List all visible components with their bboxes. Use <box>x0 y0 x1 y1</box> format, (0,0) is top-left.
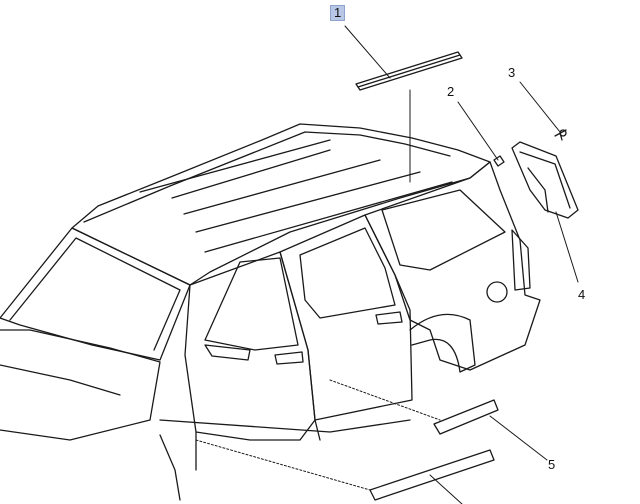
roof-panel <box>71 123 491 286</box>
rear-wheel-arch <box>409 313 476 373</box>
callout-5: 5 <box>548 457 556 472</box>
windshield <box>0 227 191 361</box>
part-4-spoiler <box>511 141 579 219</box>
hood <box>0 329 161 441</box>
callout-2: 2 <box>447 84 455 99</box>
part-6-rocker-molding <box>369 449 495 501</box>
leader-lines <box>195 25 579 504</box>
front-door <box>184 251 316 441</box>
callout-3: 3 <box>508 65 516 80</box>
part-2-clip <box>493 155 505 167</box>
part-5-lower-molding <box>433 399 499 435</box>
callout-1: 1 <box>330 5 346 21</box>
part-1-roof-molding <box>355 51 463 91</box>
callout-4: 4 <box>578 287 586 302</box>
rocker-panel <box>159 419 411 501</box>
rear-door <box>279 214 413 421</box>
rear-quarter-panel <box>364 161 541 371</box>
part-3-screw <box>554 129 567 141</box>
